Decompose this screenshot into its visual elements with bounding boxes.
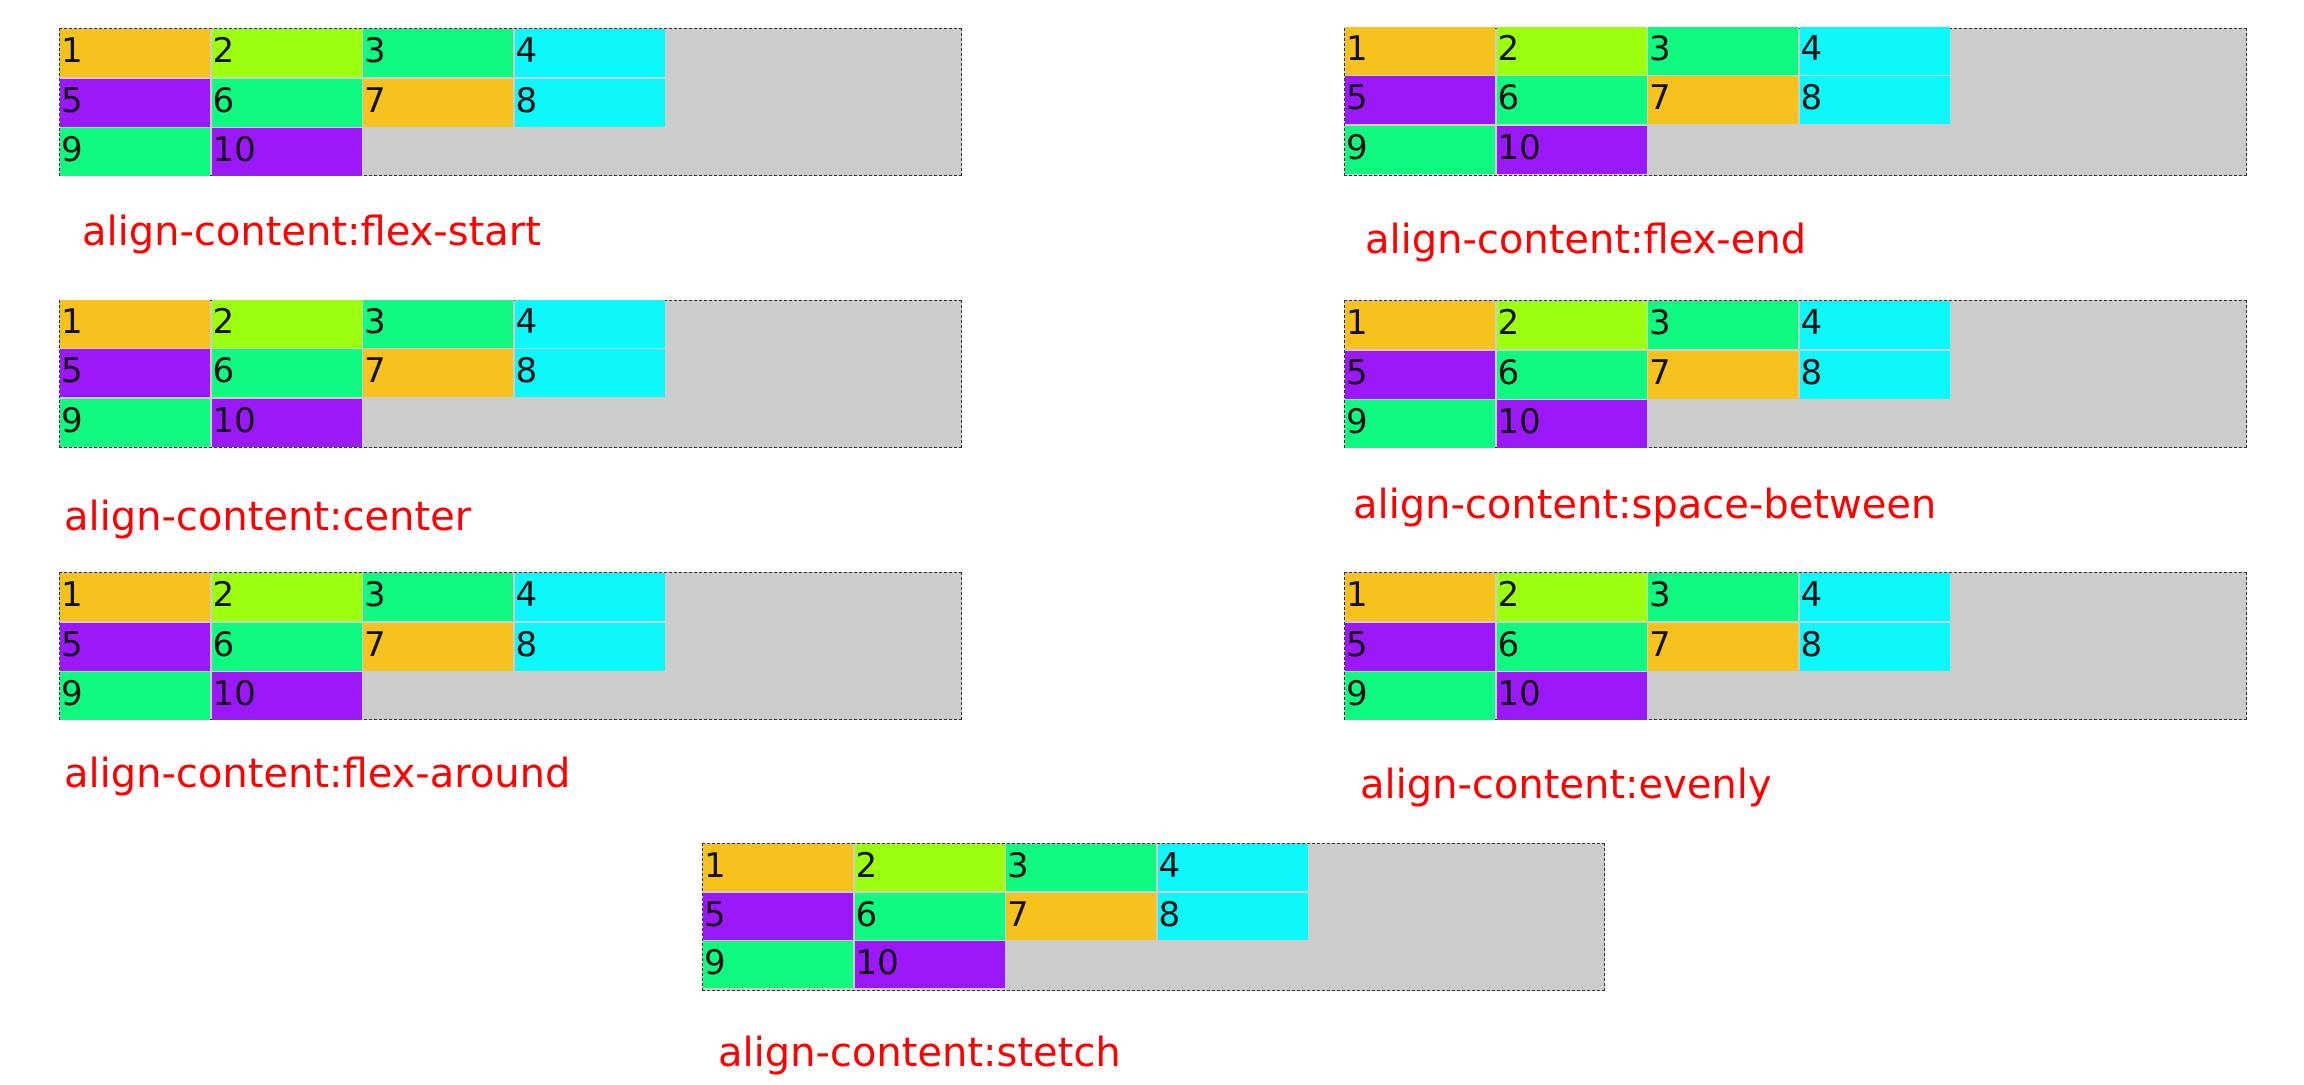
flex-item: 1	[60, 29, 210, 77]
flex-item: 10	[211, 672, 362, 720]
flex-item: 4	[514, 573, 665, 621]
flex-item: 8	[514, 622, 665, 671]
flex-item: 5	[1345, 350, 1495, 399]
flex-item: 7	[363, 349, 513, 398]
flex-item: 6	[854, 892, 1005, 940]
flex-item: 3	[363, 299, 513, 348]
flex-item: 7	[363, 622, 513, 671]
flex-item: 5	[703, 892, 853, 940]
flex-item: 6	[1496, 76, 1647, 124]
flex-item: 6	[211, 622, 362, 671]
flex-item: 1	[1345, 301, 1495, 349]
flex-item: 9	[1345, 125, 1495, 174]
flex-item: 7	[1648, 622, 1798, 671]
flex-item: 7	[1006, 892, 1156, 940]
flex-item: 2	[211, 299, 362, 348]
flex-item: 8	[514, 349, 665, 398]
caption-space-around: align-content:flex-around	[64, 751, 571, 797]
flex-item: 3	[363, 29, 513, 77]
caption-center: align-content:center	[64, 494, 472, 540]
flex-item: 9	[1345, 672, 1495, 720]
flex-item: 4	[1799, 573, 1950, 621]
flex-item: 9	[60, 128, 210, 176]
flex-item: 10	[211, 398, 362, 447]
flex-item: 7	[1648, 350, 1798, 399]
flex-item: 2	[1496, 573, 1647, 621]
caption-flex-start: align-content:flex-start	[82, 209, 541, 255]
flex-item: 10	[1496, 672, 1647, 720]
flex-item: 2	[1496, 301, 1647, 349]
flex-item: 10	[211, 128, 362, 176]
flex-item: 4	[514, 29, 665, 77]
flex-item: 1	[703, 844, 853, 892]
flex-item: 4	[514, 299, 665, 348]
flex-item: 1	[60, 573, 210, 621]
flex-item: 3	[1648, 26, 1798, 75]
flex-item: 5	[60, 78, 210, 127]
flex-item: 6	[1496, 622, 1647, 671]
flex-item: 5	[60, 622, 210, 671]
flex-item: 8	[1799, 76, 1950, 124]
flex-item: 9	[703, 941, 853, 989]
flex-item: 8	[1799, 622, 1950, 671]
flex-item: 7	[1648, 76, 1798, 124]
flex-item: 10	[1496, 400, 1647, 448]
flex-item: 3	[1648, 573, 1798, 621]
flex-item: 3	[363, 573, 513, 621]
flex-item: 9	[60, 398, 210, 447]
flex-item: 6	[1496, 350, 1647, 399]
caption-space-evenly: align-content:evenly	[1360, 762, 1772, 808]
flex-item: 7	[363, 78, 513, 127]
flex-item: 9	[60, 672, 210, 720]
flex-item: 2	[1496, 26, 1647, 75]
flex-item: 4	[1799, 301, 1950, 349]
flex-item: 2	[211, 29, 362, 77]
flex-item: 3	[1006, 844, 1156, 892]
caption-stretch: align-content:stetch	[718, 1030, 1121, 1076]
flex-item: 1	[1345, 26, 1495, 75]
flex-item: 6	[211, 349, 362, 398]
flex-item: 2	[211, 573, 362, 621]
flex-item: 4	[1157, 844, 1308, 892]
flex-item: 4	[1799, 26, 1950, 75]
flex-item: 3	[1648, 301, 1798, 349]
flex-item: 1	[60, 299, 210, 348]
flex-item: 8	[1799, 350, 1950, 399]
flex-item: 10	[1496, 125, 1647, 174]
caption-space-between: align-content:space-between	[1353, 482, 1937, 528]
flex-item: 6	[211, 78, 362, 127]
flex-item: 5	[1345, 622, 1495, 671]
flex-item: 8	[1157, 892, 1308, 940]
flex-item: 8	[514, 78, 665, 127]
flex-item: 5	[1345, 76, 1495, 124]
flex-item: 1	[1345, 573, 1495, 621]
flex-item: 10	[854, 941, 1005, 989]
flex-item: 2	[854, 844, 1005, 892]
flex-item: 9	[1345, 400, 1495, 448]
caption-flex-end: align-content:flex-end	[1365, 217, 1807, 263]
flex-item: 5	[60, 349, 210, 398]
